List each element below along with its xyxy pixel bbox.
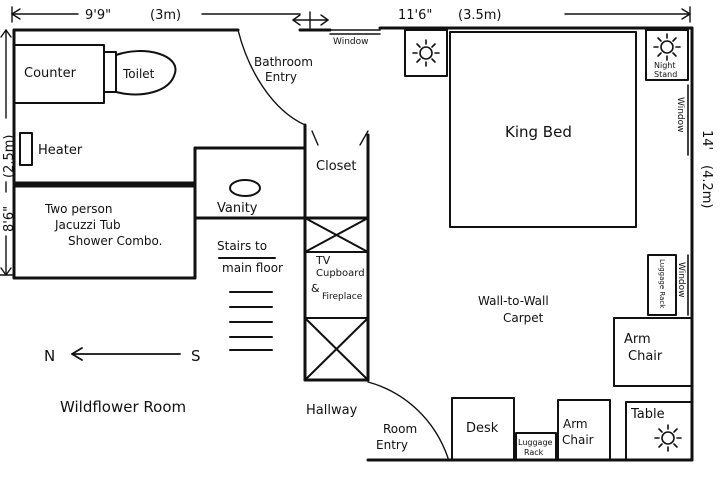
vanity-label: Vanity bbox=[217, 201, 258, 216]
doors bbox=[237, 29, 449, 459]
closet-label: Closet bbox=[316, 159, 357, 174]
dimension-top-left-metric: (3m) bbox=[150, 8, 181, 23]
compass-s-label: S bbox=[191, 347, 201, 365]
carpet-label: Wall-to-Wall bbox=[478, 294, 549, 308]
night-stand-label-2: Stand bbox=[654, 70, 677, 79]
arm-chair-right-label: Arm bbox=[624, 332, 651, 347]
stairs-label-2: main floor bbox=[222, 261, 283, 275]
tub-label: Two person bbox=[44, 202, 112, 216]
hallway-label: Hallway bbox=[306, 403, 358, 418]
night-stand-label: Night bbox=[654, 61, 676, 70]
king-bed-label: King Bed bbox=[505, 123, 572, 141]
tv-label-4: Fireplace bbox=[322, 292, 363, 302]
dimension-top-right-metric: (3.5m) bbox=[458, 8, 501, 23]
arm-chair-right-label-2: Chair bbox=[628, 349, 663, 364]
dimension-left-metric: (2.5m) bbox=[2, 135, 17, 178]
room-name-label: Wildflower Room bbox=[60, 398, 186, 416]
dimension-top-left: 9'9" bbox=[85, 8, 111, 23]
luggage-rack-bottom-label: Luggage bbox=[518, 438, 553, 447]
tub-label-3: Shower Combo. bbox=[68, 234, 162, 248]
window-right-lower-label: Window bbox=[676, 262, 686, 298]
lamp-icon bbox=[654, 424, 682, 452]
dimension-lines bbox=[0, 6, 691, 276]
room-entry-label-2: Entry bbox=[376, 438, 408, 452]
counter-label: Counter bbox=[24, 66, 77, 81]
dimension-left: 8'6" bbox=[2, 206, 17, 232]
bathroom-entry-label-2: Entry bbox=[265, 70, 297, 84]
dimension-right-metric: (4.2m) bbox=[699, 165, 714, 208]
bedroom-furniture bbox=[404, 29, 693, 461]
room-entry-label: Room bbox=[383, 422, 417, 436]
bathroom-fixtures bbox=[13, 44, 261, 279]
stairs-label: Stairs to bbox=[217, 239, 267, 253]
bathroom-entry-label: Bathroom bbox=[254, 55, 313, 69]
luggage-rack-bottom-label-2: Rack bbox=[524, 448, 544, 457]
compass-n-label: N bbox=[44, 347, 55, 365]
arm-chair-bottom-label: Arm bbox=[563, 417, 588, 431]
windows bbox=[329, 29, 693, 316]
luggage-rack-side-label: Luggage Rack bbox=[658, 259, 666, 309]
dimension-right: 14' bbox=[699, 130, 714, 150]
compass-arrow bbox=[71, 347, 181, 361]
tv-label-2: Cupboard bbox=[316, 268, 365, 279]
lamp-icon bbox=[412, 39, 440, 67]
tv-label: TV bbox=[315, 254, 331, 267]
tv-cupboard-closet bbox=[304, 217, 369, 381]
desk-label: Desk bbox=[466, 421, 499, 436]
heater-label: Heater bbox=[38, 143, 83, 158]
lamp-icon bbox=[653, 33, 681, 61]
stairs bbox=[218, 257, 276, 351]
tv-label-3: & bbox=[311, 282, 320, 295]
tub-label-2: Jacuzzi Tub bbox=[54, 218, 121, 232]
carpet-label-2: Carpet bbox=[503, 311, 544, 325]
dimension-top-right: 11'6" bbox=[398, 8, 432, 23]
toilet-label: Toilet bbox=[122, 67, 155, 81]
table-label: Table bbox=[630, 407, 665, 422]
window-top-label: Window bbox=[333, 37, 369, 47]
window-right-upper-label: Window bbox=[675, 97, 685, 133]
arm-chair-bottom-label-2: Chair bbox=[562, 433, 594, 447]
